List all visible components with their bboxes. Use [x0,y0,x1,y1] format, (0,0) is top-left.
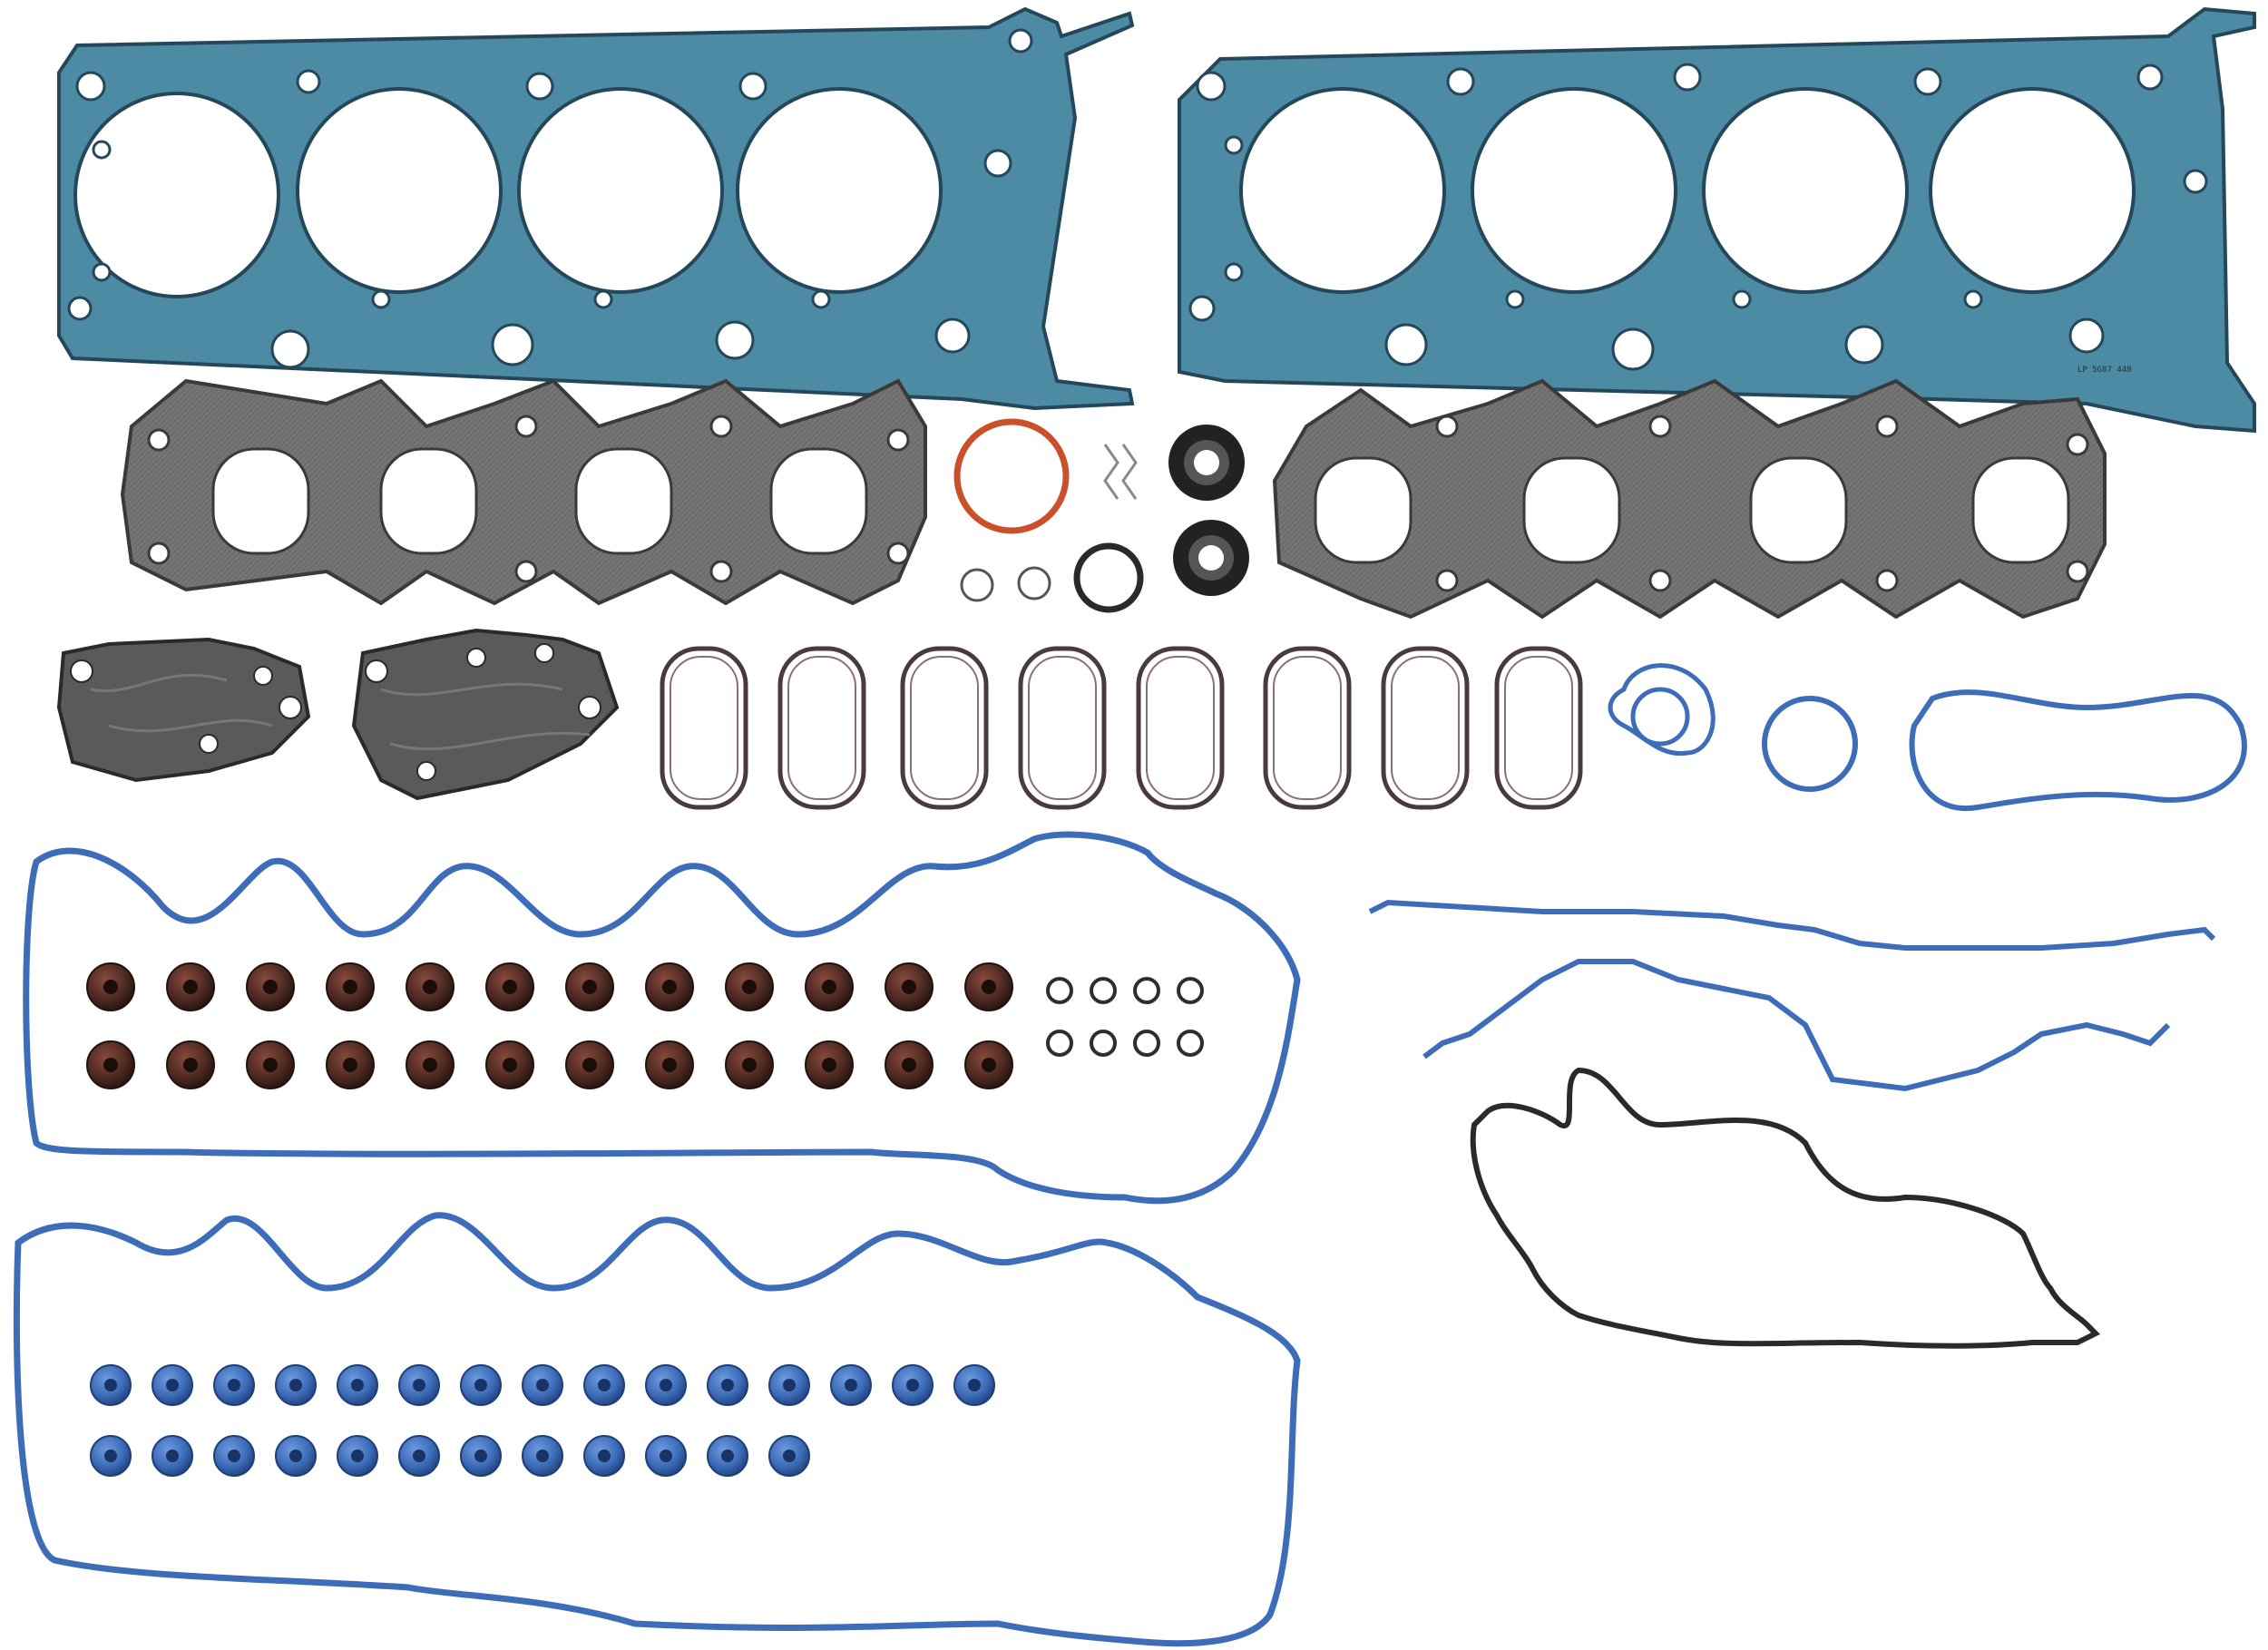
blue-grommet [398,1364,440,1406]
valve-stem-seal [485,962,534,1011]
graphite-plate-left [56,637,311,783]
blue-grommet [768,1435,810,1477]
small-oring [1177,1030,1204,1057]
valve-stem-seal [725,962,774,1011]
valve-stem-seal [246,962,295,1011]
center-small-parts [953,418,1249,613]
small-oring [1046,1030,1073,1057]
valve-stem-seal [565,962,614,1011]
intake-port-gasket [1381,646,1470,810]
valve-stem-seal [565,1040,614,1089]
small-oring [1177,977,1204,1004]
timing-cover-gasket-middle [1422,959,2171,1092]
intake-port-gasket [777,646,866,810]
timing-cover-gasket-upper [1368,899,2216,951]
throttle-body-gasket [1909,689,2247,812]
blue-grommet [707,1364,748,1406]
valve-stem-seal [964,1040,1013,1089]
valve-stem-seal [246,1040,295,1089]
valve-stem-seal [406,962,455,1011]
water-outlet-gasket [1608,663,1716,757]
valve-stem-seal [885,962,934,1011]
intake-port-gasket [1136,646,1225,810]
head-gasket-stamp: LP 5G87 448 [2077,366,2132,375]
graphite-plate-right [351,628,620,801]
spring-clips [1103,444,1138,500]
head-gasket-right [1178,6,2256,434]
valve-cover-gasket-upper [23,831,1301,1205]
blue-grommet [645,1435,687,1477]
blue-grommet [707,1435,748,1477]
valve-stem-seal [326,962,375,1011]
small-oring [1090,977,1117,1004]
blue-grommet [213,1364,255,1406]
valve-stem-seal [885,1040,934,1089]
valve-stem-seal [166,1040,215,1089]
blue-grommet [213,1435,255,1477]
blue-grommet [768,1364,810,1406]
blue-grommet [522,1435,563,1477]
intake-port-gasket [1494,646,1583,810]
blue-grommet [953,1364,995,1406]
valve-stem-seal [805,1040,854,1089]
small-oring [1046,977,1073,1004]
valve-stem-seals [86,962,1013,1089]
blue-grommet [275,1435,317,1477]
intake-port-gaskets [660,646,1583,810]
valve-stem-seal [326,1040,375,1089]
valve-stem-seal [805,962,854,1011]
intake-port-gasket [1018,646,1107,810]
blue-grommet [152,1364,193,1406]
blue-grommet [90,1435,132,1477]
valve-stem-seal [645,1040,694,1089]
orange-oring-large [953,418,1070,534]
small-oring [1090,1030,1117,1057]
valve-stem-seal [406,1040,455,1089]
intake-port-gasket [660,646,748,810]
exhaust-gasket-right [1272,378,2107,620]
blue-grommet [460,1364,502,1406]
intake-port-gasket [1263,646,1352,810]
blue-grommet [152,1435,193,1477]
intake-port-gasket [900,646,989,810]
valve-cover-gasket-lower [13,1212,1301,1647]
blue-grommet [275,1364,317,1406]
timing-cover-gasket-black [1470,1067,2101,1349]
valve-stem-seal [485,1040,534,1089]
valve-stem-seal [86,1040,135,1089]
exhaust-gasket-left [120,378,927,606]
blue-grommet [522,1364,563,1406]
valve-stem-seal [725,1040,774,1089]
blue-grommet [830,1364,872,1406]
valve-stem-seal [166,962,215,1011]
thermostat-gasket [1762,696,1858,792]
small-oring [1133,977,1160,1004]
blue-grommet [892,1364,934,1406]
spark-plug-tube-orings [1046,977,1204,1057]
blue-grommets [90,1364,995,1477]
blue-grommet [460,1435,502,1477]
blue-grommet [583,1435,625,1477]
blue-grommet [337,1435,378,1477]
head-gasket-left [57,6,1135,411]
blue-grommet [645,1364,687,1406]
blue-grommet [337,1364,378,1406]
blue-grommet [398,1435,440,1477]
small-oring [1133,1030,1160,1057]
blue-grommet [583,1364,625,1406]
valve-stem-seal [645,962,694,1011]
valve-stem-seal [86,962,135,1011]
blue-grommet [90,1364,132,1406]
shaft-seal-upper [1168,425,1245,501]
shaft-seal-lower [1173,520,1249,596]
valve-stem-seal [964,962,1013,1011]
